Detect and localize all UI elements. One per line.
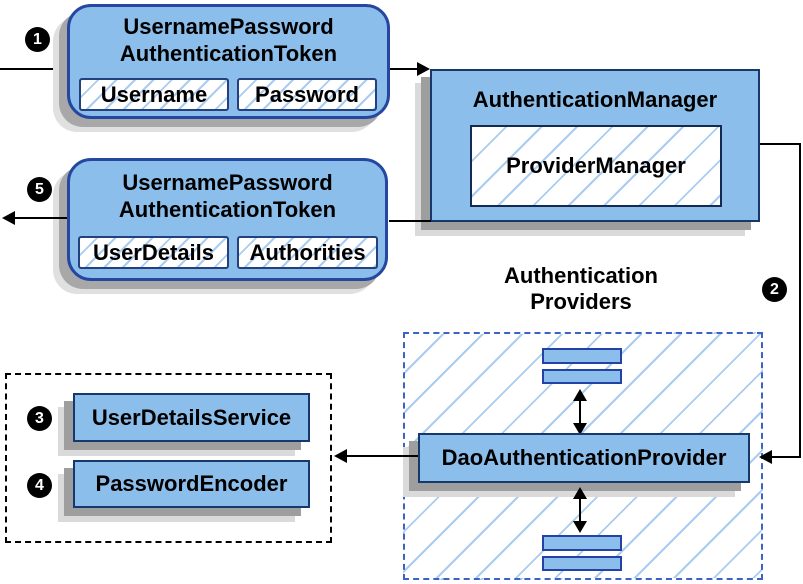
step1-request-line xyxy=(0,68,68,70)
step2-badge-number: 2 xyxy=(770,280,779,298)
token-response-title-line2: AuthenticationToken xyxy=(118,197,337,222)
manager-to-token-response-line xyxy=(389,220,431,222)
token-request-title: UsernamePassword AuthenticationToken xyxy=(70,13,387,67)
provider-stack-bottom-bar-2 xyxy=(542,556,622,571)
step1-badge-number: 1 xyxy=(33,30,42,48)
username-field-label: Username xyxy=(100,81,208,107)
step5-badge-number: 5 xyxy=(35,180,44,198)
provider-stack-top-bar-2 xyxy=(542,369,622,384)
password-encoder-label: PasswordEncoder xyxy=(95,471,288,496)
user-details-service-box: UserDetailsService xyxy=(73,393,310,442)
authentication-manager-label: AuthenticationManager xyxy=(472,87,718,112)
authentication-providers-heading-line1: Authentication xyxy=(504,263,658,288)
top-double-arrow-up-icon xyxy=(573,389,587,401)
top-double-arrow-line xyxy=(579,399,581,425)
username-password-authentication-token-response-box: UsernamePassword AuthenticationToken Use… xyxy=(67,158,388,281)
dao-authentication-provider-box: DaoAuthenticationProvider xyxy=(418,433,750,483)
step5-arrowhead-icon xyxy=(2,211,15,225)
authorities-field-label: Authorities xyxy=(249,239,366,265)
step3-badge: 3 xyxy=(27,406,52,431)
password-field-box: Password xyxy=(237,78,377,111)
step2-badge: 2 xyxy=(762,277,787,302)
step5-badge: 5 xyxy=(27,177,52,202)
step1-badge: 1 xyxy=(25,27,50,52)
password-field-label: Password xyxy=(255,81,359,107)
userdetails-field-box: UserDetails xyxy=(78,236,229,269)
authentication-providers-heading: Authentication Providers xyxy=(456,263,706,315)
user-details-service-label: UserDetailsService xyxy=(91,404,292,430)
token-request-title-line1: UsernamePassword xyxy=(123,14,334,39)
dao-to-services-line xyxy=(345,455,418,457)
step2-arrowhead-icon xyxy=(759,450,772,464)
step4-badge: 4 xyxy=(27,473,52,498)
step2-line-vertical xyxy=(799,143,801,458)
top-double-arrow-down-icon xyxy=(573,423,587,435)
provider-stack-bottom-bar-1 xyxy=(542,535,622,551)
bottom-double-arrow-up-icon xyxy=(573,487,587,499)
password-encoder-box: PasswordEncoder xyxy=(73,460,310,508)
provider-manager-label: ProviderManager xyxy=(506,153,686,178)
username-field-box: Username xyxy=(79,78,229,111)
token-request-title-line2: AuthenticationToken xyxy=(119,41,338,66)
step3-badge-number: 3 xyxy=(35,409,44,427)
token-to-manager-arrowhead-icon xyxy=(417,62,430,76)
token-response-title: UsernamePassword AuthenticationToken xyxy=(70,169,385,223)
bottom-double-arrow-down-icon xyxy=(573,521,587,533)
authentication-providers-heading-line2: Providers xyxy=(530,289,632,314)
step4-badge-number: 4 xyxy=(35,476,44,494)
token-response-title-line1: UsernamePassword xyxy=(122,170,333,195)
bottom-double-arrow-line xyxy=(579,497,581,523)
step2-line-bottom xyxy=(771,456,801,458)
username-password-authentication-token-request-box: UsernamePassword AuthenticationToken Use… xyxy=(67,4,390,119)
dao-authentication-provider-label: DaoAuthenticationProvider xyxy=(441,445,727,470)
provider-stack-top-bar-1 xyxy=(542,348,622,364)
userdetails-field-label: UserDetails xyxy=(92,239,215,265)
provider-manager-box: ProviderManager xyxy=(470,125,722,207)
dao-to-services-arrowhead-icon xyxy=(334,449,347,463)
token-to-manager-line xyxy=(390,68,419,70)
step2-line-top xyxy=(760,143,801,145)
authorities-field-box: Authorities xyxy=(237,236,378,269)
step5-response-line xyxy=(8,217,67,219)
